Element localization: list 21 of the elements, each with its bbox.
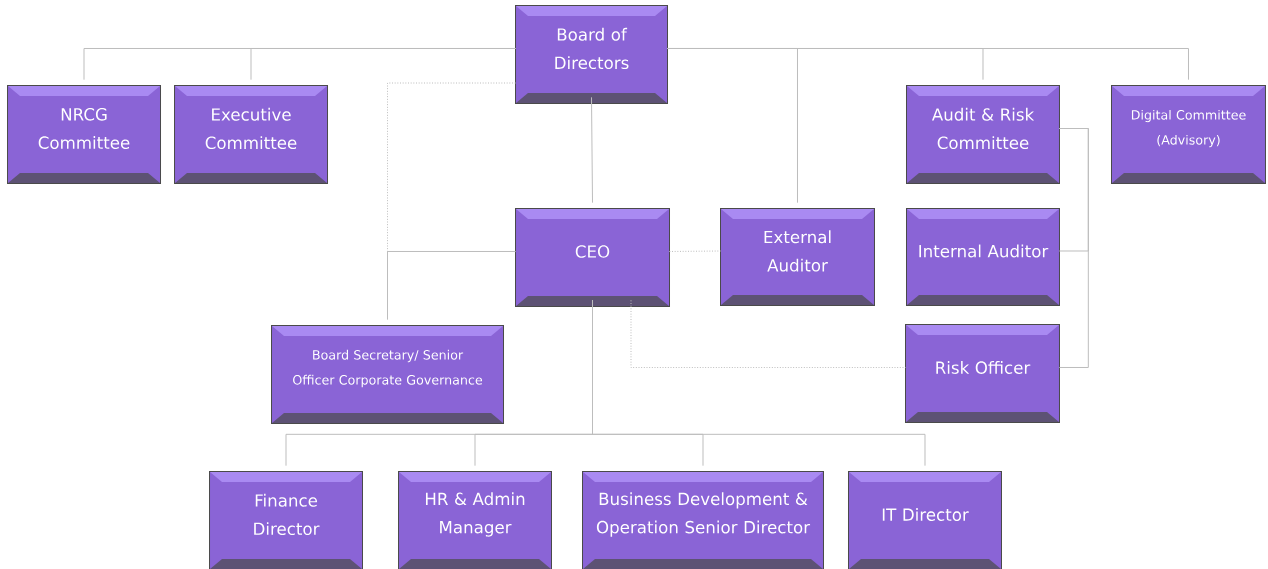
connector-line [591, 96, 593, 204]
connector-line [1058, 128, 1089, 368]
org-box: Risk Officer [905, 324, 1060, 423]
org-box: NRCG Committee [7, 85, 161, 184]
org-box: Board Secretary/ Senior Officer Corporate Governance [271, 325, 504, 424]
connector-line [592, 299, 926, 467]
org-box: External Auditor [720, 208, 875, 306]
connector-line [250, 48, 517, 81]
org-box: HR & Admin Manager [398, 471, 552, 569]
org-box: CEO [515, 208, 670, 307]
org-box: Digital Committee (Advisory) [1111, 85, 1266, 184]
connector-line [630, 299, 907, 368]
org-box: Executive Committee [174, 85, 328, 184]
connector-line [666, 48, 1189, 81]
org-box: Audit & Risk Committee [906, 85, 1060, 184]
org-box: Finance Director [209, 471, 363, 569]
org-box: IT Director [848, 471, 1002, 569]
connector-line [387, 251, 517, 321]
org-box: Internal Auditor [906, 208, 1060, 306]
org-box: Board of Directors [515, 5, 668, 104]
org-box: Business Development & Operation Senior Director [582, 471, 824, 569]
